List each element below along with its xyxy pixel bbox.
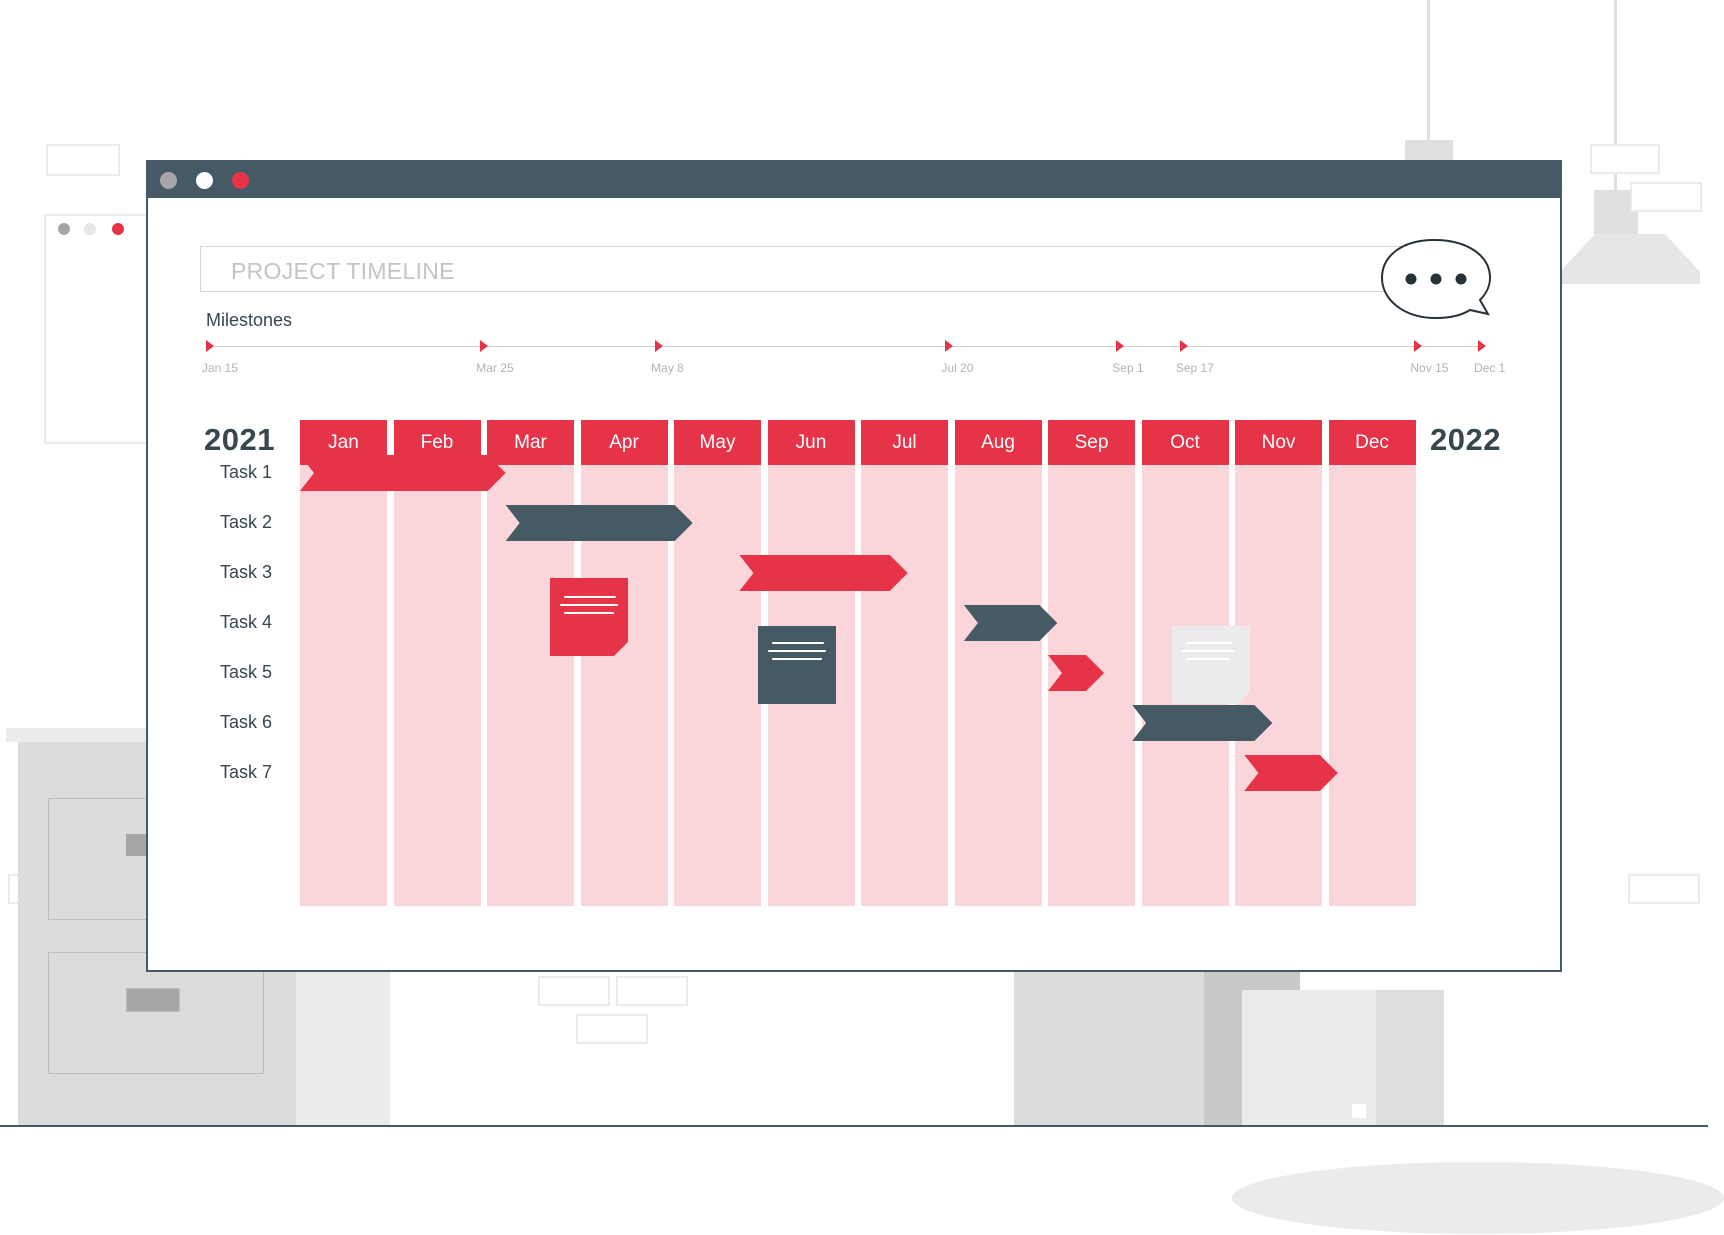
month-column: Jan (300, 420, 387, 906)
milestone-date: Jul 20 (941, 361, 974, 375)
milestone-marker-icon[interactable] (206, 340, 214, 352)
background-frame-right (1628, 874, 1700, 904)
task-bar[interactable] (1132, 705, 1272, 741)
month-column: Feb (393, 420, 481, 906)
month-column: Mar (487, 420, 574, 906)
sticky-note-dark (758, 626, 836, 704)
task-label: Task 4 (220, 612, 273, 632)
milestone-marker-icon[interactable] (655, 340, 664, 352)
background-window-dot (112, 223, 124, 235)
task-label: Task 3 (220, 562, 273, 582)
storage-box-label (1352, 1104, 1366, 1118)
sticky-note-red (550, 578, 628, 656)
milestone-marker-icon[interactable] (1478, 340, 1486, 352)
milestone-marker-icon[interactable] (1414, 340, 1423, 352)
task-bar[interactable] (1244, 755, 1338, 791)
month-column: Aug (954, 420, 1042, 906)
task-bar[interactable] (964, 605, 1058, 641)
close-dot-icon[interactable] (232, 172, 249, 189)
speech-bubble-icon[interactable] (1378, 238, 1494, 328)
milestone-date: Nov 15 (1410, 361, 1449, 375)
milestone-marker-icon[interactable] (1116, 340, 1125, 352)
project-timeline-window: PROJECT TIMELINE Milestones 2021 2022 Ja… (146, 160, 1562, 972)
drawer-handle (126, 988, 180, 1012)
storage-box-side (1376, 990, 1444, 1126)
background-window-dot (84, 223, 96, 235)
month-header[interactable]: Jul (861, 420, 948, 465)
task-label: Task 2 (220, 512, 273, 532)
task-label: Task 5 (220, 662, 273, 682)
lamp-cord (1427, 0, 1430, 142)
lamp-shade (1405, 140, 1453, 162)
month-header[interactable]: Sep (1048, 420, 1135, 465)
month-column: Dec (1328, 420, 1416, 906)
floor-line (0, 1125, 1708, 1127)
task-label: Task 6 (220, 712, 273, 732)
storage-box (1242, 990, 1376, 1126)
milestone-date: Sep 17 (1175, 361, 1214, 375)
background-frame-top-left (46, 144, 120, 176)
window-titlebar (148, 162, 1560, 198)
milestone-date: Mar 25 (476, 361, 514, 375)
milestone-marker-icon[interactable] (480, 340, 489, 352)
milestone-date: Sep 1 (1112, 361, 1144, 375)
title-box: PROJECT TIMELINE (200, 246, 1460, 292)
background-frame-right (1590, 144, 1660, 174)
milestone-date: May 8 (651, 361, 684, 375)
milestone-marker-icon[interactable] (945, 340, 954, 352)
month-header[interactable]: May (674, 420, 761, 465)
month-header[interactable]: Apr (580, 420, 668, 465)
floor-shadow (1232, 1162, 1724, 1234)
task-bar[interactable] (506, 505, 693, 541)
month-column: Apr (580, 420, 668, 906)
month-header[interactable]: Mar (487, 420, 574, 465)
start-year: 2021 (204, 422, 275, 457)
minimize-dot-icon[interactable] (160, 172, 177, 189)
month-header[interactable]: Jun (767, 420, 855, 465)
month-header[interactable]: Aug (954, 420, 1042, 465)
milestone-date: Jan 15 (202, 361, 239, 375)
month-column: Jul (861, 420, 948, 906)
page-title: PROJECT TIMELINE (231, 258, 455, 284)
month-header[interactable]: Dec (1328, 420, 1416, 465)
task-label: Task 1 (220, 462, 273, 482)
background-brick (576, 1014, 648, 1044)
month-header[interactable]: Nov (1235, 420, 1322, 465)
task-bar[interactable] (739, 555, 907, 591)
background-brick (538, 976, 610, 1006)
month-header[interactable]: Oct (1141, 420, 1229, 465)
background-brick (616, 976, 688, 1006)
storage-box (1014, 960, 1204, 1126)
background-window (44, 214, 164, 444)
end-year: 2022 (1430, 422, 1501, 457)
milestone-marker-icon[interactable] (1179, 340, 1188, 352)
month-column: May (674, 420, 761, 906)
background-frame-right (1630, 182, 1702, 212)
maximize-dot-icon[interactable] (196, 172, 213, 189)
task-bar[interactable] (300, 455, 506, 491)
milestones-line (206, 346, 1478, 347)
background-window-dot (58, 223, 70, 235)
milestone-date: Dec 1 (1474, 361, 1506, 375)
lamp-shade (1560, 234, 1700, 284)
milestones-label: Milestones (206, 310, 293, 330)
task-label: Task 7 (220, 762, 273, 782)
sticky-note-gray (1172, 626, 1250, 704)
lamp-cord (1614, 0, 1617, 192)
